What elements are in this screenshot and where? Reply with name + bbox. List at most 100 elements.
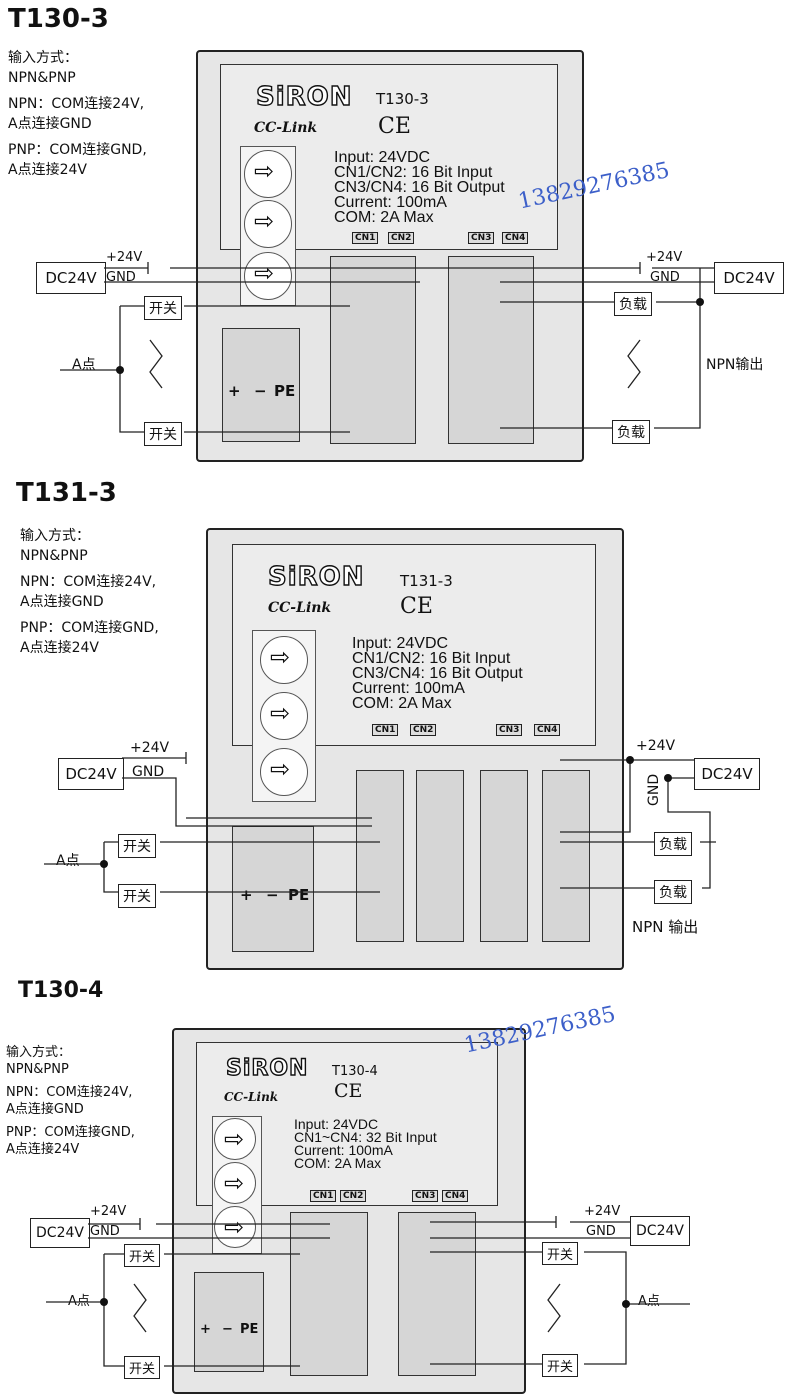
plus24v-label: +24V (584, 1204, 621, 1219)
point-a-label: A点 (56, 853, 80, 869)
load-box: 负载 (654, 832, 692, 856)
input-notes: 输入方式： NPN&PNP NPN：COM连接24V, A点连接GND PNP：… (8, 48, 147, 180)
dc24v-box: DC24V (36, 262, 106, 294)
connector-label: CN3 (412, 1190, 439, 1202)
gnd-label: GND (106, 270, 136, 285)
power-plus: + (240, 886, 253, 904)
gnd-label: GND (132, 764, 165, 780)
spec-text: Input: 24VDC CN1/CN2: 16 Bit Input CN3/C… (334, 149, 505, 226)
connector-label: CN1 (310, 1190, 337, 1202)
rotary-dial-icon[interactable] (214, 1118, 256, 1160)
power-minus: − (254, 382, 267, 400)
cclink-logo: CC-Link (254, 120, 318, 136)
rotary-dial-icon[interactable] (244, 252, 292, 300)
terminal-block-cn1-cn2 (290, 1212, 368, 1376)
model-title: T131-3 (16, 478, 117, 508)
rotary-dial-icon[interactable] (214, 1162, 256, 1204)
gnd-label: GND (586, 1224, 616, 1239)
note-line: NPN&PNP (6, 1062, 69, 1077)
power-plus: + (200, 1322, 211, 1337)
power-plus: + (228, 382, 241, 400)
brand-logo: SiRON (225, 1055, 309, 1081)
switch-box: 开关 (124, 1356, 161, 1379)
dc24v-box: DC24V (694, 758, 760, 790)
cclink-logo: CC-Link (268, 600, 332, 616)
ce-mark: CE (378, 114, 411, 139)
spec-line: CN1/CN2: 16 Bit Input (352, 650, 511, 667)
note-line: PNP：COM连接GND, (6, 1125, 135, 1140)
plus24v-label: +24V (106, 250, 143, 265)
note-line: PNP：COM连接GND, (8, 142, 147, 158)
rotary-dial-icon[interactable] (244, 200, 292, 248)
point-a-label: A点 (68, 1294, 90, 1309)
load-box: 负载 (614, 292, 652, 316)
note-line: NPN：COM连接24V, (8, 96, 145, 112)
spec-line: Input: 24VDC (294, 1116, 379, 1132)
plus24v-label: +24V (636, 738, 676, 754)
switch-box: 开关 (124, 1244, 161, 1267)
model-label: T131-3 (400, 572, 453, 590)
spec-line: CN3/CN4: 16 Bit Output (334, 179, 505, 196)
rotary-dial-icon[interactable] (260, 748, 308, 796)
cclink-logo: CC-Link (224, 1090, 279, 1104)
note-line: 输入方式： (8, 50, 78, 66)
point-a-label: A点 (638, 1294, 660, 1309)
note-line: A点连接GND (6, 1102, 84, 1117)
switch-box: 开关 (144, 296, 182, 320)
power-minus: − (222, 1322, 233, 1337)
rotary-dial-icon[interactable] (260, 636, 308, 684)
connector-label: CN1 (352, 232, 379, 244)
dc24v-box: DC24V (30, 1218, 90, 1248)
load-box: 负载 (612, 420, 650, 444)
spec-line: Current: 100mA (334, 194, 447, 211)
connector-label: CN2 (410, 724, 437, 736)
spec-text: Input: 24VDC CN1/CN2: 16 Bit Input CN3/C… (352, 635, 523, 712)
note-line: 输入方式： (6, 1045, 72, 1060)
power-minus: − (266, 886, 279, 904)
note-line: PNP：COM连接GND, (20, 620, 159, 636)
watermark: 13829276385 (462, 1001, 618, 1059)
connector-label: CN4 (442, 1190, 469, 1202)
gnd-label: GND (650, 270, 680, 285)
note-line: NPN&PNP (20, 548, 88, 564)
gnd-label: GND (90, 1224, 120, 1239)
plus24v-label: +24V (90, 1204, 127, 1219)
terminal-block-cn1-cn2 (330, 256, 416, 444)
connector-header (480, 770, 528, 942)
rotary-dial-icon[interactable] (214, 1206, 256, 1248)
note-line: A点连接GND (20, 594, 104, 610)
connector-label: CN2 (340, 1190, 367, 1202)
spec-line: CN3/CN4: 16 Bit Output (352, 665, 523, 682)
rotary-dial-icon[interactable] (244, 150, 292, 198)
connector-header (542, 770, 590, 942)
switch-box: 开关 (144, 422, 182, 446)
brand-logo: SiRON (267, 561, 365, 592)
note-line: A点连接24V (20, 640, 99, 656)
dc24v-box: DC24V (714, 262, 784, 294)
rotary-dial-icon[interactable] (260, 692, 308, 740)
spec-line: Input: 24VDC (352, 635, 449, 652)
spec-line: CN1/CN2: 16 Bit Input (334, 164, 493, 181)
brand-logo: SiRON (255, 81, 353, 112)
gnd-label: GND (646, 773, 662, 806)
note-line: A点连接GND (8, 116, 92, 132)
npn-output-label: NPN 输出 (632, 918, 699, 936)
connector-label: CN3 (468, 232, 495, 244)
connector-header (416, 770, 464, 942)
spec-line: Input: 24VDC (334, 149, 431, 166)
input-notes: 输入方式： NPN&PNP NPN：COM连接24V, A点连接GND PNP：… (20, 526, 159, 658)
model-title: T130-3 (8, 4, 109, 34)
spec-line: COM: 2A Max (352, 695, 452, 712)
load-box: 负载 (654, 880, 692, 904)
connector-label: CN2 (388, 232, 415, 244)
ce-mark: CE (400, 594, 433, 619)
input-notes: 输入方式： NPN&PNP NPN：COM连接24V, A点连接GND PNP：… (6, 1044, 135, 1158)
switch-box: 开关 (542, 1354, 579, 1377)
spec-text: Input: 24VDC CN1~CN4: 32 Bit Input Curre… (294, 1116, 437, 1170)
spec-line: CN1~CN4: 32 Bit Input (294, 1129, 437, 1145)
model-title: T130-4 (18, 978, 104, 1003)
switch-box: 开关 (118, 834, 156, 858)
connector-label: CN1 (372, 724, 399, 736)
plus24v-label: +24V (130, 740, 170, 756)
note-line: NPN：COM连接24V, (6, 1085, 133, 1100)
